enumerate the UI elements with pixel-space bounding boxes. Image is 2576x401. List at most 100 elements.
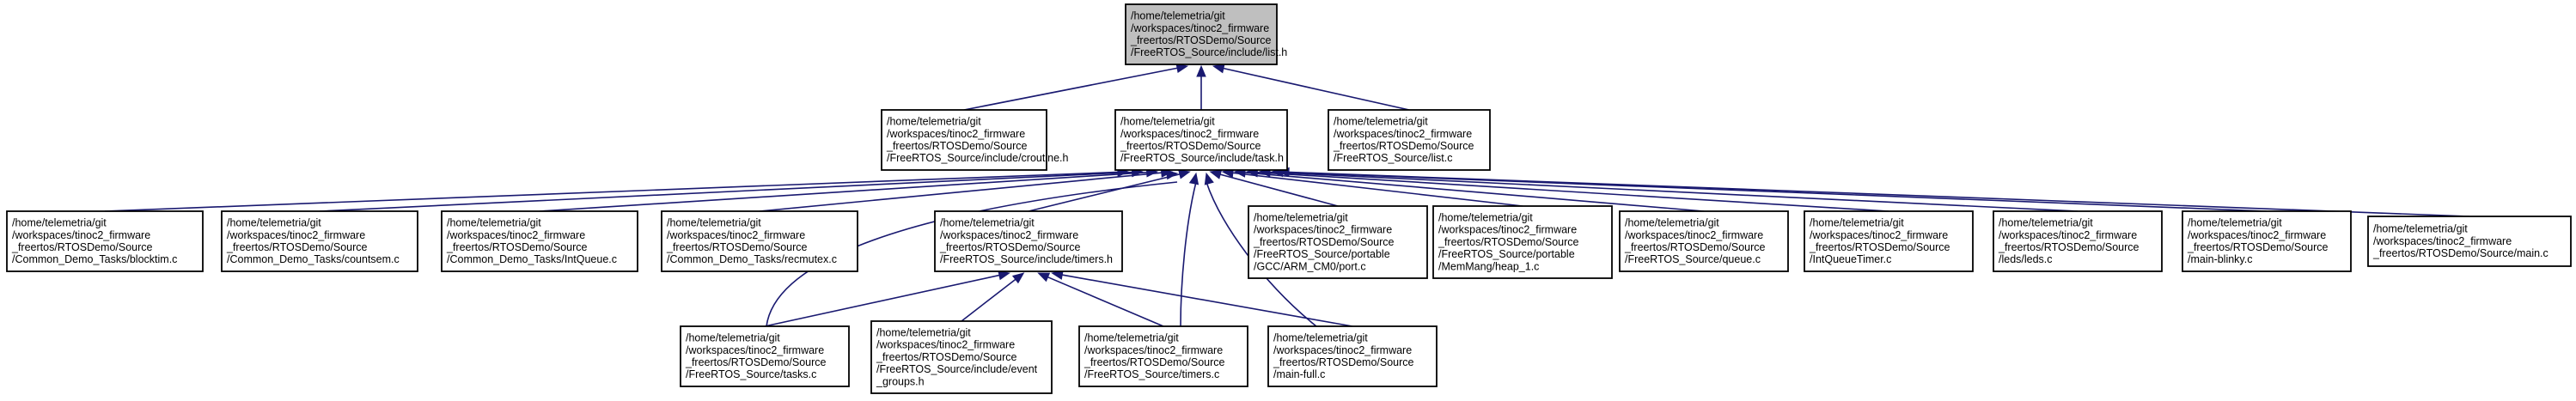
node-list-c[interactable]: /home/telemetria/git/workspaces/tinoc2_f… [1328, 109, 1491, 171]
node-box [870, 320, 1053, 394]
node-label-line: /home/telemetria/git [2188, 217, 2282, 229]
node-timers-h[interactable]: /home/telemetria/git/workspaces/tinoc2_f… [934, 210, 1123, 272]
node-list-h: /home/telemetria/git/workspaces/tinoc2_f… [1125, 3, 1287, 65]
node-label-line: /Common_Demo_Tasks/blocktim.c [12, 253, 177, 265]
node-port-c[interactable]: /home/telemetria/git/workspaces/tinoc2_f… [1248, 205, 1428, 279]
edge-line [764, 274, 1001, 327]
edge-timers_h-to-task_h [1028, 169, 1191, 212]
node-queue-c[interactable]: /home/telemetria/git/workspaces/tinoc2_f… [1619, 210, 1789, 272]
edge-line [1287, 171, 2470, 217]
edge-main_full_c-to-timers_h [1051, 270, 1353, 327]
node-event-groups-h[interactable]: /home/telemetria/git/workspaces/tinoc2_f… [870, 320, 1053, 394]
node-label-line: /GCC/ARM_CM0/port.c [1254, 260, 1366, 272]
node-intqueue-c[interactable]: /home/telemetria/git/workspaces/tinoc2_f… [441, 210, 638, 272]
node-label-line: _freertos/RTOSDemo/Source [11, 241, 153, 253]
node-label-line: /home/telemetria/git [1334, 116, 1428, 128]
edge-tasks_c-to-timers_h [764, 270, 1010, 327]
node-label-line: /home/telemetria/git [1438, 212, 1533, 224]
edge-blocktim_c-to-task_h [104, 167, 1130, 212]
edge-timers_c-to-task_h [1180, 172, 1199, 327]
node-main-c[interactable]: /home/telemetria/git/workspaces/tinoc2_f… [2367, 216, 2572, 267]
edge-line [1206, 181, 1317, 327]
edge-line [104, 171, 1119, 212]
node-label-line: /home/telemetria/git [1810, 217, 1904, 229]
arrowhead-icon [998, 270, 1010, 281]
node-leds-c[interactable]: /home/telemetria/git/workspaces/tinoc2_f… [1993, 210, 2163, 272]
node-label-line: /workspaces/tinoc2_firmware [1999, 229, 2137, 241]
node-label-line: _freertos/RTOSDemo/Source [1624, 241, 1766, 253]
node-box [2182, 210, 2352, 272]
node-label-line: /home/telemetria/git [667, 217, 761, 229]
node-label-line: /workspaces/tinoc2_firmware [887, 128, 1025, 140]
node-label-line: /workspaces/tinoc2_firmware [686, 344, 824, 356]
edge-timers_c-to-timers_h [1037, 272, 1164, 327]
arrowhead-icon [1178, 169, 1191, 179]
node-blocktim-c[interactable]: /home/telemetria/git/workspaces/tinoc2_f… [6, 210, 204, 272]
node-croutine-h[interactable]: /home/telemetria/git/workspaces/tinoc2_f… [881, 109, 1069, 171]
node-label-line: _freertos/RTOSDemo/Source [1253, 236, 1395, 248]
node-label-line: /Common_Demo_Tasks/recmutex.c [667, 253, 837, 265]
arrowhead-icon [1204, 172, 1214, 185]
node-recmutex-c[interactable]: /home/telemetria/git/workspaces/tinoc2_f… [661, 210, 858, 272]
node-box [661, 210, 858, 272]
node-label-line: /home/telemetria/git [1254, 212, 1348, 224]
node-label-line: /workspaces/tinoc2_firmware [1254, 224, 1392, 236]
node-label-line: _freertos/RTOSDemo/Source [1438, 236, 1579, 248]
node-label-line: /FreeRTOS_Source/tasks.c [686, 368, 816, 380]
node-timers-c[interactable]: /home/telemetria/git/workspaces/tinoc2_f… [1078, 325, 1248, 387]
node-label-line: /home/telemetria/git [1084, 332, 1179, 344]
node-main-full-c[interactable]: /home/telemetria/git/workspaces/tinoc2_f… [1267, 325, 1438, 387]
node-intqueuetimer-c[interactable]: /home/telemetria/git/workspaces/tinoc2_f… [1804, 210, 1974, 272]
node-label-line: _freertos/RTOSDemo/Source [1998, 241, 2140, 253]
node-heap-1-c[interactable]: /home/telemetria/git/workspaces/tinoc2_f… [1432, 205, 1613, 279]
node-box [1078, 325, 1248, 387]
edge-line [1268, 171, 2079, 212]
node-box [680, 325, 850, 387]
node-label-line: /workspaces/tinoc2_firmware [1120, 128, 1259, 140]
node-label-line: /IntQueueTimer.c [1810, 253, 1891, 265]
node-label-line: /workspaces/tinoc2_firmware [1625, 229, 1763, 241]
node-label-line: /workspaces/tinoc2_firmware [940, 229, 1078, 241]
node-task-h[interactable]: /home/telemetria/git/workspaces/tinoc2_f… [1114, 109, 1288, 171]
edge-line [319, 171, 1133, 212]
node-box [2367, 216, 2572, 267]
node-tasks-c[interactable]: /home/telemetria/git/workspaces/tinoc2_f… [680, 325, 850, 387]
node-label-line: _freertos/RTOSDemo/Source [685, 356, 827, 368]
node-label-line: _freertos/RTOSDemo/Source [886, 140, 1028, 152]
node-label-line: /FreeRTOS_Source/timers.c [1084, 368, 1219, 380]
node-label-line: /home/telemetria/git [1999, 217, 2093, 229]
edge-line [1061, 274, 1353, 327]
node-label-line: _freertos/RTOSDemo/Source [666, 241, 808, 253]
node-countsem-c[interactable]: /home/telemetria/git/workspaces/tinoc2_f… [221, 210, 418, 272]
node-label-line: /workspaces/tinoc2_firmware [667, 229, 805, 241]
node-label-line: _freertos/RTOSDemo/Source [226, 241, 368, 253]
edge-line [1231, 172, 1523, 207]
edge-croutine_h-to-list_h [963, 63, 1189, 111]
node-label-line: /workspaces/tinoc2_firmware [2373, 235, 2512, 247]
node-box [1248, 205, 1428, 279]
node-label-line: /FreeRTOS_Source/include/task.h [1120, 152, 1284, 164]
node-label-line: _freertos/RTOSDemo/Source [1333, 140, 1474, 152]
node-main-blinky-c[interactable]: /home/telemetria/git/workspaces/tinoc2_f… [2182, 210, 2352, 272]
node-label-line: /home/telemetria/git [1131, 10, 1225, 22]
node-label-line: /main-blinky.c [2188, 253, 2252, 265]
node-label-line: /home/telemetria/git [1273, 332, 1368, 344]
node-label-line: /workspaces/tinoc2_firmware [2188, 229, 2326, 241]
node-label-line: /FreeRTOS_Source/include/list.h [1131, 46, 1287, 58]
node-box [221, 210, 418, 272]
node-label-line: _freertos/RTOSDemo/Source [1273, 356, 1414, 368]
node-label-line: /FreeRTOS_Source/include/timers.h [940, 253, 1113, 265]
node-label-line: /home/telemetria/git [1120, 116, 1215, 128]
node-label-line: /FreeRTOS_Source/include/event [876, 363, 1038, 375]
arrowhead-icon [1212, 64, 1225, 74]
edge-event_groups_h-to-timers_h [961, 272, 1025, 322]
node-label-line: /home/telemetria/git [686, 332, 780, 344]
edge-line [1256, 171, 1889, 212]
node-box [1993, 210, 2163, 272]
node-label-line: /workspaces/tinoc2_firmware [1810, 229, 1948, 241]
node-box [441, 210, 638, 272]
node-label-line: /home/telemetria/git [447, 217, 541, 229]
edge-main_full_c-to-task_h [1204, 172, 1317, 327]
node-label-line: /leds/leds.c [1999, 253, 2053, 265]
